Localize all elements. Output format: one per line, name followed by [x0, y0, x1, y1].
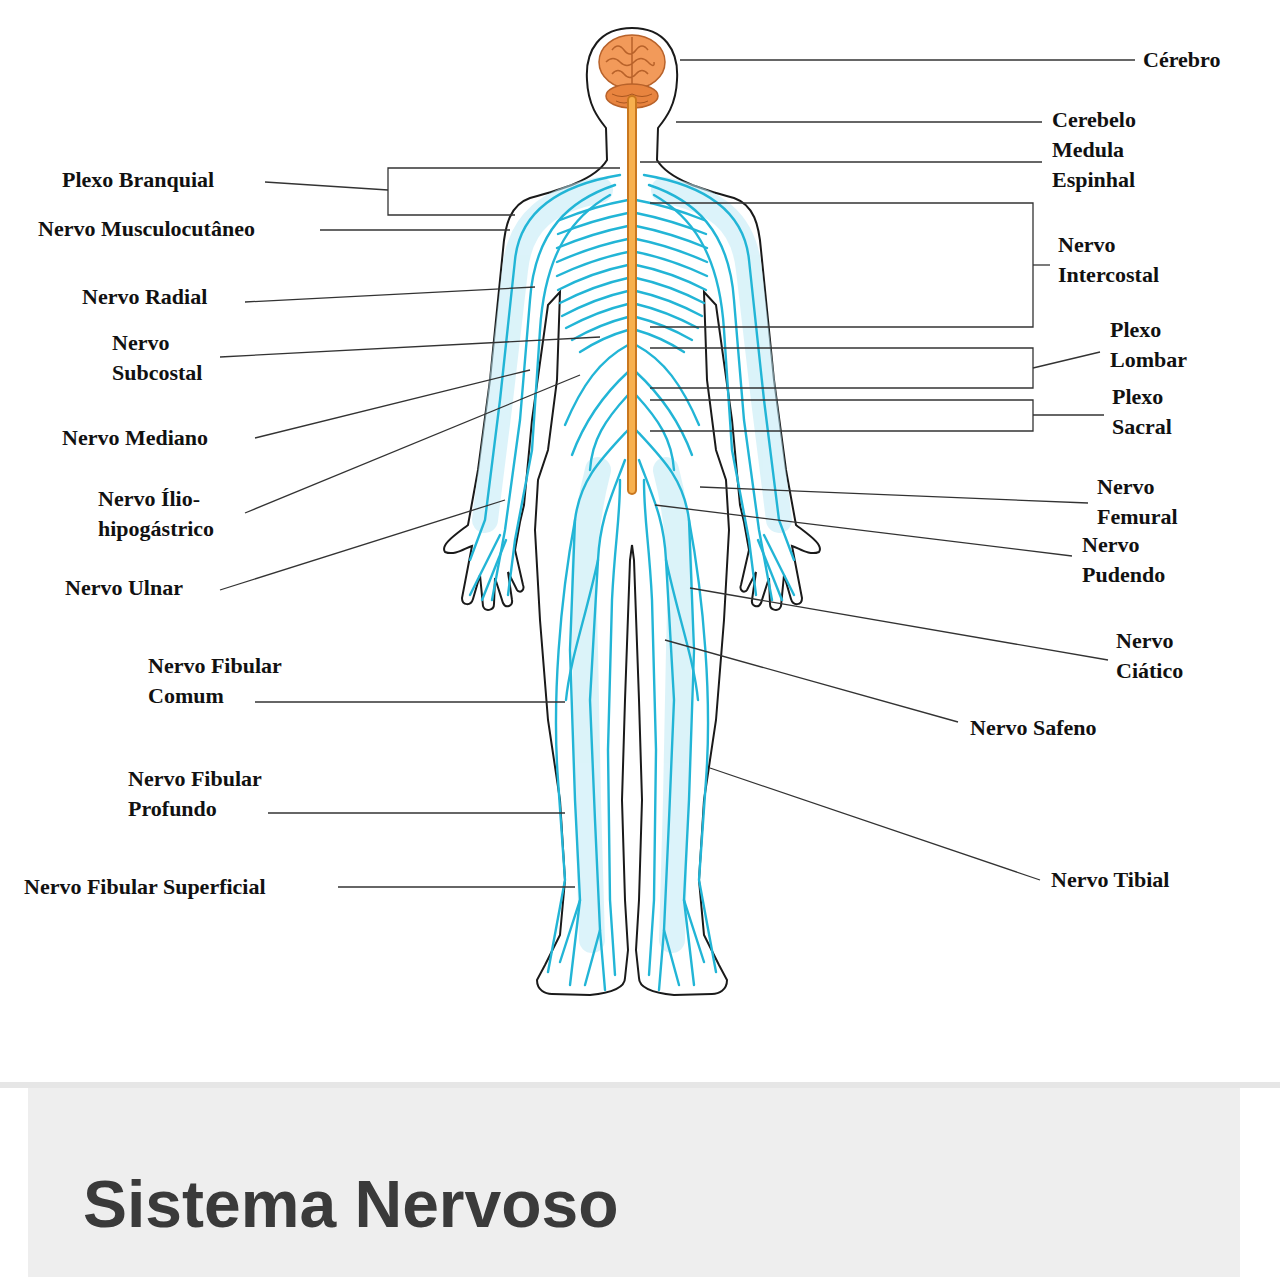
part-label: Nervo Musculocutâneo	[38, 214, 255, 244]
part-label: Nervo Subcostal	[112, 328, 237, 388]
part-label: Nervo Fibular Profundo	[128, 764, 300, 824]
body-silhouette	[444, 28, 820, 995]
part-label: Plexo Lombar	[1110, 315, 1210, 375]
spinal-cord	[632, 100, 633, 490]
part-label: Nervo Mediano	[62, 423, 208, 453]
part-label: Nervo Fibular Comum	[148, 651, 320, 711]
part-label: Nervo Safeno	[970, 713, 1096, 743]
part-label: Nervo Tibial	[1051, 865, 1169, 895]
leader-lines	[220, 60, 1135, 887]
part-label: Plexo Branquial	[62, 165, 214, 195]
caption-panel	[28, 1088, 1240, 1277]
page-title: Sistema Nervoso	[83, 1164, 619, 1244]
part-label: Cérebro	[1143, 45, 1220, 75]
part-label: Nervo Ciático	[1116, 626, 1218, 686]
part-label: Nervo Radial	[82, 282, 207, 312]
part-label: Nervo Ulnar	[65, 573, 183, 603]
part-label: Nervo Pudendo	[1082, 530, 1194, 590]
part-label: Nervo Intercostal	[1058, 230, 1198, 290]
part-label: Nervo Ílio-hipogástrico	[98, 484, 248, 544]
card-shadow	[0, 1082, 1280, 1088]
part-label: Nervo Femural	[1097, 472, 1209, 532]
part-label: Plexo Sacral	[1112, 382, 1204, 442]
part-label: Nervo Fibular Superficial	[24, 872, 266, 902]
part-label: Medula Espinhal	[1052, 135, 1157, 195]
part-label: Cerebelo	[1052, 105, 1136, 135]
